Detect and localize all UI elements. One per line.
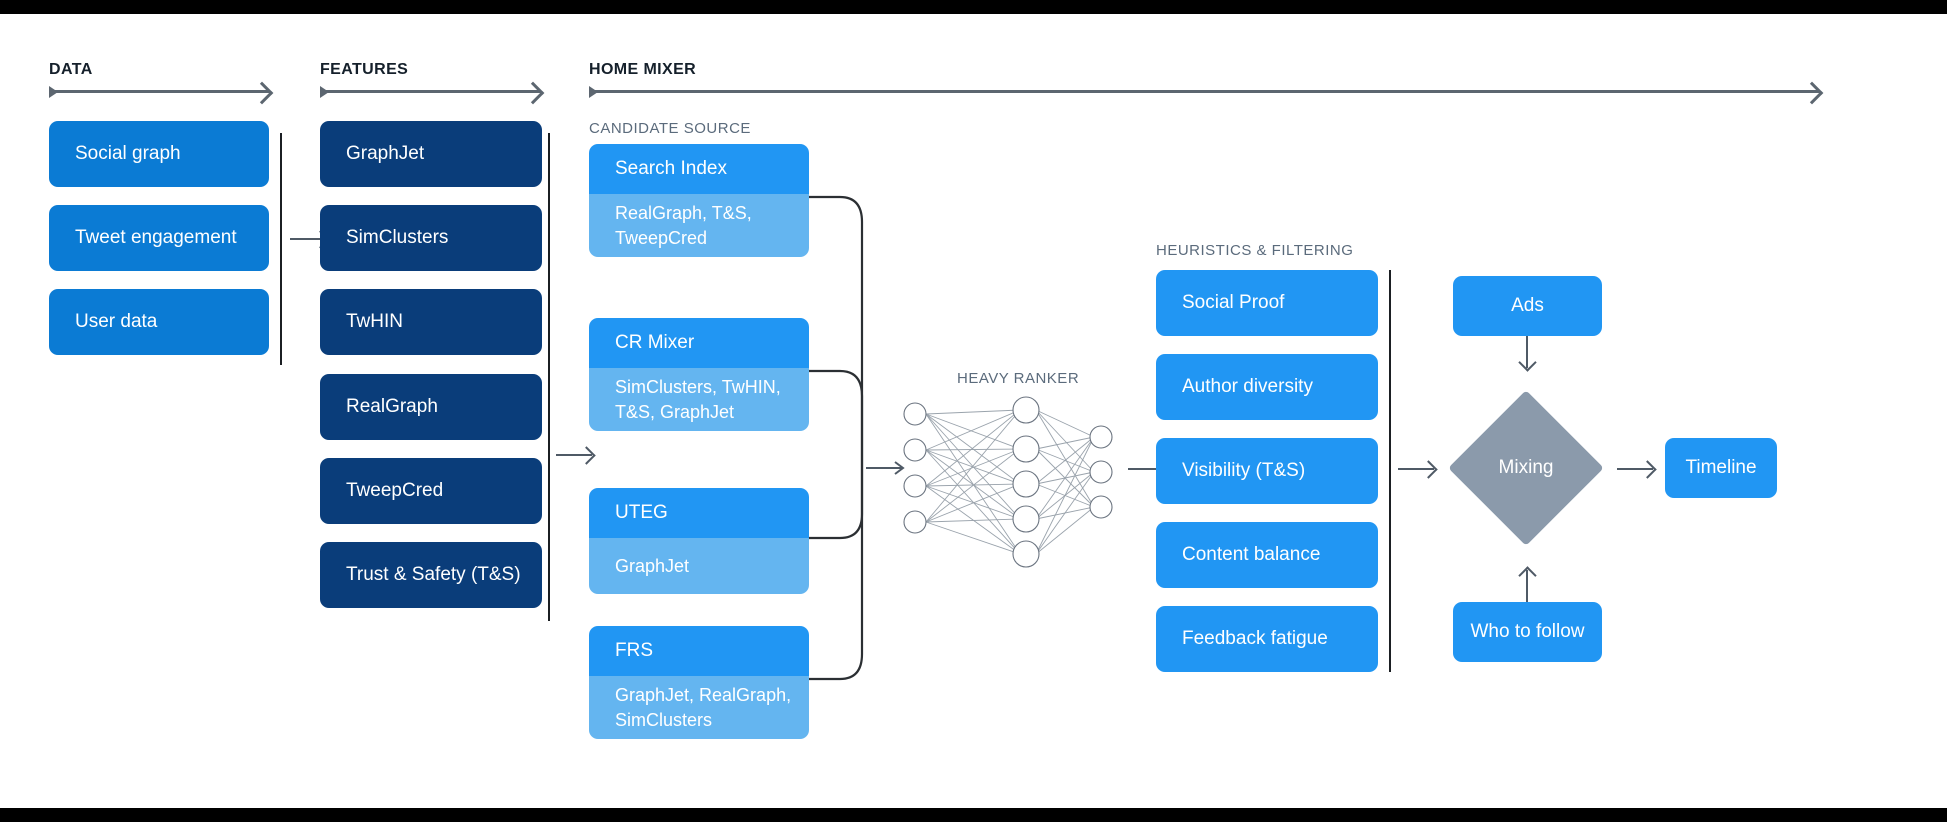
connector-overlay	[809, 195, 1113, 681]
heuristic-card-visibility[interactable]: Visibility (T&S)	[1156, 438, 1378, 504]
mixing-label: Mixing	[1498, 457, 1554, 478]
data-card-user-data[interactable]: User data	[49, 289, 269, 355]
card-label: User data	[75, 311, 158, 333]
section-title-data: DATA	[49, 61, 93, 78]
feature-card-tweepcred[interactable]: TweepCred	[320, 458, 542, 524]
candidate-source-card-search-index[interactable]: Search Index RealGraph, T&S, TweepCred	[589, 144, 809, 257]
card-label: Trust & Safety (T&S)	[346, 564, 521, 586]
section-title-heuristics: HEURISTICS & FILTERING	[1156, 242, 1354, 259]
heuristic-card-feedback-fatigue[interactable]: Feedback fatigue	[1156, 606, 1378, 672]
arrow-mixing-to-timeline	[1617, 468, 1653, 470]
data-card-social-graph[interactable]: Social graph	[49, 121, 269, 187]
home-mixer-axis-arrow	[589, 86, 1819, 98]
output-card-ads[interactable]: Ads	[1453, 276, 1602, 336]
card-label: Content balance	[1182, 544, 1321, 566]
feature-card-simclusters[interactable]: SimClusters	[320, 205, 542, 271]
arrow-heuristics-to-mixing	[1398, 468, 1434, 470]
candidate-source-name: UTEG	[589, 488, 809, 538]
connector-frs	[809, 454, 864, 681]
feature-card-graphjet[interactable]: GraphJet	[320, 121, 542, 187]
card-label: Social graph	[75, 143, 181, 165]
heuristic-card-content-balance[interactable]: Content balance	[1156, 522, 1378, 588]
card-label: Social Proof	[1182, 292, 1285, 314]
candidate-source-card-cr-mixer[interactable]: CR Mixer SimClusters, TwHIN, T&S, GraphJ…	[589, 318, 809, 431]
divider-features-candidates	[548, 133, 550, 621]
card-label: TwHIN	[346, 311, 403, 333]
divider-data-features	[280, 133, 282, 365]
section-title-features: FEATURES	[320, 61, 409, 78]
feature-card-realgraph[interactable]: RealGraph	[320, 374, 542, 440]
card-label: RealGraph	[346, 396, 438, 418]
section-title-heavy-ranker: HEAVY RANKER	[957, 370, 1080, 387]
nn-edges	[925, 409, 1095, 555]
feature-card-twhin[interactable]: TwHIN	[320, 289, 542, 355]
arrow-ads-to-mixing	[1526, 336, 1528, 368]
data-axis-arrow	[49, 86, 269, 98]
card-label: SimClusters	[346, 227, 449, 249]
section-title-home-mixer: HOME MIXER	[589, 61, 697, 78]
card-label: GraphJet	[346, 143, 425, 165]
candidate-source-features: RealGraph, T&S, TweepCred	[589, 194, 809, 257]
section-title-candidate-source: CANDIDATE SOURCE	[589, 120, 751, 137]
arrow-who-to-follow-to-mixing	[1526, 570, 1528, 602]
nn-nodes	[903, 396, 1113, 568]
heuristic-card-author-diversity[interactable]: Author diversity	[1156, 354, 1378, 420]
candidate-source-features: SimClusters, TwHIN, T&S, GraphJet	[589, 368, 809, 431]
features-axis-arrow	[320, 86, 540, 98]
connector-uteg	[809, 454, 864, 540]
divider-heuristics-output	[1389, 270, 1391, 672]
card-label: Visibility (T&S)	[1182, 460, 1306, 482]
arrow-bus-to-ranker-head	[894, 461, 905, 475]
card-label: Timeline	[1685, 457, 1757, 479]
card-label: Author diversity	[1182, 376, 1313, 398]
data-card-tweet-engagement[interactable]: Tweet engagement	[49, 205, 269, 271]
connector-search-index	[809, 195, 864, 454]
candidate-source-name: Search Index	[589, 144, 809, 194]
connector-cr-mixer	[809, 369, 864, 454]
card-label: Who to follow	[1470, 621, 1585, 643]
candidate-source-name: FRS	[589, 626, 809, 676]
arrow-features-to-candidates	[556, 454, 592, 456]
arrow-ranker-to-heuristics	[1128, 468, 1164, 470]
output-card-who-to-follow[interactable]: Who to follow	[1453, 602, 1602, 662]
card-label: TweepCred	[346, 480, 444, 502]
heuristic-card-social-proof[interactable]: Social Proof	[1156, 270, 1378, 336]
card-label: Ads	[1511, 295, 1544, 317]
diagram-canvas: DATA FEATURES HOME MIXER CANDIDATE SOURC…	[0, 14, 1947, 808]
candidate-source-card-uteg[interactable]: UTEG GraphJet	[589, 488, 809, 594]
candidate-source-features: GraphJet, RealGraph, SimClusters	[589, 676, 809, 739]
candidate-source-name: CR Mixer	[589, 318, 809, 368]
arrow-data-to-features	[290, 238, 326, 240]
output-card-timeline[interactable]: Timeline	[1665, 438, 1777, 498]
candidate-source-features: GraphJet	[589, 538, 809, 594]
feature-card-trust-safety[interactable]: Trust & Safety (T&S)	[320, 542, 542, 608]
candidate-source-card-frs[interactable]: FRS GraphJet, RealGraph, SimClusters	[589, 626, 809, 739]
card-label: Feedback fatigue	[1182, 628, 1328, 650]
card-label: Tweet engagement	[75, 227, 237, 249]
